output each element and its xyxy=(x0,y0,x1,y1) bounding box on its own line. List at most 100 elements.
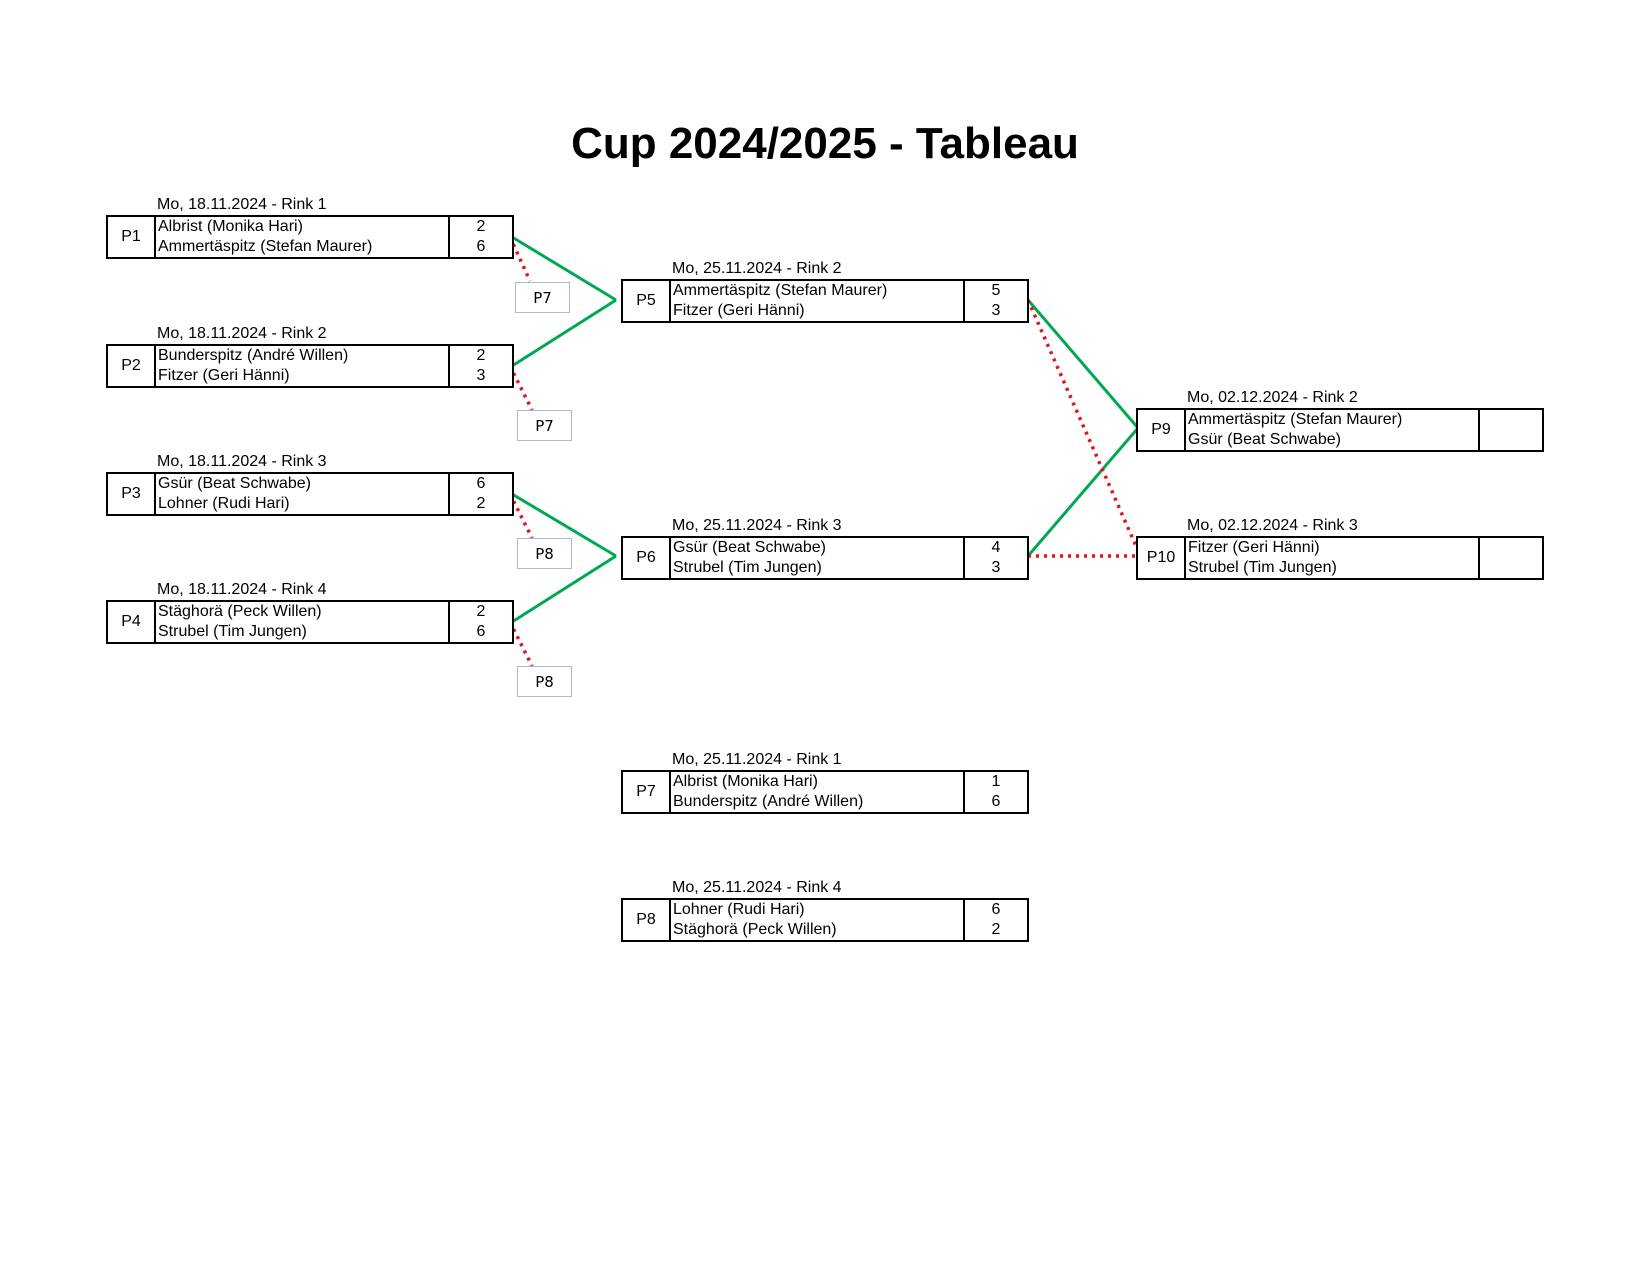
team-score xyxy=(1480,558,1542,578)
match-code: P7 xyxy=(623,772,671,812)
match-p6: Mo, 25.11.2024 - Rink 3 P6 Gsür (Beat Sc… xyxy=(621,517,1029,580)
match-box: P3 Gsür (Beat Schwabe) Lohner (Rudi Hari… xyxy=(106,472,514,516)
team-list: Ammertäspitz (Stefan Maurer) Gsür (Beat … xyxy=(1186,410,1480,450)
team-score: 2 xyxy=(476,218,486,235)
match-box: P4 Stäghorä (Peck Willen) Strubel (Tim J… xyxy=(106,600,514,644)
team-list: Bunderspitz (André Willen) Fitzer (Geri … xyxy=(156,346,450,386)
team-name: Albrist (Monika Hari) xyxy=(158,218,303,235)
team-score xyxy=(1480,538,1542,558)
match-p10: Mo, 02.12.2024 - Rink 3 P10 Fitzer (Geri… xyxy=(1136,517,1544,580)
loser-ref-p3: P8 xyxy=(517,538,572,569)
team-name: Lohner (Rudi Hari) xyxy=(158,495,290,512)
match-box: P5 Ammertäspitz (Stefan Maurer) Fitzer (… xyxy=(621,279,1029,323)
team-score: 2 xyxy=(476,347,486,364)
match-date: Mo, 18.11.2024 - Rink 2 xyxy=(157,325,327,342)
team-name: Strubel (Tim Jungen) xyxy=(1188,559,1337,576)
page-title: Cup 2024/2025 - Tableau xyxy=(571,119,1079,168)
team-list: Stäghorä (Peck Willen) Strubel (Tim Jung… xyxy=(156,602,450,642)
team-name: Stäghorä (Peck Willen) xyxy=(673,921,837,938)
match-code: P8 xyxy=(623,900,671,940)
team-name: Strubel (Tim Jungen) xyxy=(158,623,307,640)
match-box: P8 Lohner (Rudi Hari) Stäghorä (Peck Wil… xyxy=(621,898,1029,942)
team-score: 6 xyxy=(991,901,1001,918)
team-name: Gsür (Beat Schwabe) xyxy=(158,475,311,492)
match-p3: Mo, 18.11.2024 - Rink 3 P3 Gsür (Beat Sc… xyxy=(106,453,514,516)
match-box: P10 Fitzer (Geri Hänni) Strubel (Tim Jun… xyxy=(1136,536,1544,580)
match-date: Mo, 18.11.2024 - Rink 1 xyxy=(157,196,327,213)
match-date: Mo, 02.12.2024 - Rink 2 xyxy=(1187,389,1358,406)
team-name: Strubel (Tim Jungen) xyxy=(673,559,822,576)
winner-line-p6-p9 xyxy=(1026,427,1140,557)
match-code: P10 xyxy=(1138,538,1186,578)
team-name: Gsür (Beat Schwabe) xyxy=(673,539,826,556)
team-score: 2 xyxy=(476,603,486,620)
loser-ref-p4: P8 xyxy=(517,666,572,697)
match-code: P5 xyxy=(623,281,671,321)
team-name: Stäghorä (Peck Willen) xyxy=(158,603,322,620)
team-name: Bunderspitz (André Willen) xyxy=(158,347,349,364)
team-list: Lohner (Rudi Hari) Stäghorä (Peck Willen… xyxy=(671,900,965,940)
match-date: Mo, 02.12.2024 - Rink 3 xyxy=(1187,517,1358,534)
match-p9: Mo, 02.12.2024 - Rink 2 P9 Ammertäspitz … xyxy=(1136,389,1544,452)
score-list: 2 6 xyxy=(450,217,512,257)
score-list: 2 3 xyxy=(450,346,512,386)
team-score xyxy=(1480,410,1542,430)
team-name: Fitzer (Geri Hänni) xyxy=(158,367,290,384)
team-name: Albrist (Monika Hari) xyxy=(673,773,818,790)
team-score: 6 xyxy=(476,623,486,640)
score-list xyxy=(1480,538,1542,578)
team-score: 2 xyxy=(476,495,486,512)
team-score: 6 xyxy=(991,793,1001,810)
score-list: 5 3 xyxy=(965,281,1027,321)
team-score: 3 xyxy=(991,559,1001,576)
team-name: Lohner (Rudi Hari) xyxy=(673,901,805,918)
team-score: 1 xyxy=(991,773,1001,790)
team-list: Albrist (Monika Hari) Ammertäspitz (Stef… xyxy=(156,217,450,257)
match-code: P9 xyxy=(1138,410,1186,450)
score-list: 1 6 xyxy=(965,772,1027,812)
team-name: Bunderspitz (André Willen) xyxy=(673,793,864,810)
match-date: Mo, 18.11.2024 - Rink 4 xyxy=(157,581,327,598)
match-box: P6 Gsür (Beat Schwabe) Strubel (Tim Jung… xyxy=(621,536,1029,580)
score-list xyxy=(1480,410,1542,450)
team-name: Ammertäspitz (Stefan Maurer) xyxy=(158,238,373,255)
team-name: Fitzer (Geri Hänni) xyxy=(673,302,805,319)
match-code: P1 xyxy=(108,217,156,257)
team-score: 5 xyxy=(991,282,1001,299)
match-date: Mo, 25.11.2024 - Rink 1 xyxy=(672,751,842,768)
team-name: Ammertäspitz (Stefan Maurer) xyxy=(1188,411,1403,428)
match-p4: Mo, 18.11.2024 - Rink 4 P4 Stäghorä (Pec… xyxy=(106,581,514,644)
match-date: Mo, 18.11.2024 - Rink 3 xyxy=(157,453,327,470)
score-list: 2 6 xyxy=(450,602,512,642)
match-code: P4 xyxy=(108,602,156,642)
team-score: 3 xyxy=(991,302,1001,319)
team-score: 6 xyxy=(476,238,486,255)
team-list: Gsür (Beat Schwabe) Lohner (Rudi Hari) xyxy=(156,474,450,514)
match-box: P9 Ammertäspitz (Stefan Maurer) Gsür (Be… xyxy=(1136,408,1544,452)
match-p7: Mo, 25.11.2024 - Rink 1 P7 Albrist (Moni… xyxy=(621,751,1029,814)
match-code: P2 xyxy=(108,346,156,386)
loser-line-p5-p10 xyxy=(1026,299,1138,547)
winner-line-p5-p9 xyxy=(1026,299,1140,429)
team-name: Fitzer (Geri Hänni) xyxy=(1188,539,1320,556)
match-date: Mo, 25.11.2024 - Rink 2 xyxy=(672,260,842,277)
team-list: Gsür (Beat Schwabe) Strubel (Tim Jungen) xyxy=(671,538,965,578)
match-box: P2 Bunderspitz (André Willen) Fitzer (Ge… xyxy=(106,344,514,388)
match-p8: Mo, 25.11.2024 - Rink 4 P8 Lohner (Rudi … xyxy=(621,879,1029,942)
match-box: P1 Albrist (Monika Hari) Ammertäspitz (S… xyxy=(106,215,514,259)
team-score: 3 xyxy=(476,367,486,384)
team-list: Albrist (Monika Hari) Bunderspitz (André… xyxy=(671,772,965,812)
team-name: Ammertäspitz (Stefan Maurer) xyxy=(673,282,888,299)
loser-ref-p2: P7 xyxy=(517,410,572,441)
score-list: 6 2 xyxy=(450,474,512,514)
team-score xyxy=(1480,430,1542,450)
match-date: Mo, 25.11.2024 - Rink 3 xyxy=(672,517,842,534)
match-p5: Mo, 25.11.2024 - Rink 2 P5 Ammertäspitz … xyxy=(621,260,1029,323)
match-code: P3 xyxy=(108,474,156,514)
match-p2: Mo, 18.11.2024 - Rink 2 P2 Bunderspitz (… xyxy=(106,325,514,388)
team-score: 6 xyxy=(476,475,486,492)
match-code: P6 xyxy=(623,538,671,578)
score-list: 6 2 xyxy=(965,900,1027,940)
match-date: Mo, 25.11.2024 - Rink 4 xyxy=(672,879,842,896)
score-list: 4 3 xyxy=(965,538,1027,578)
